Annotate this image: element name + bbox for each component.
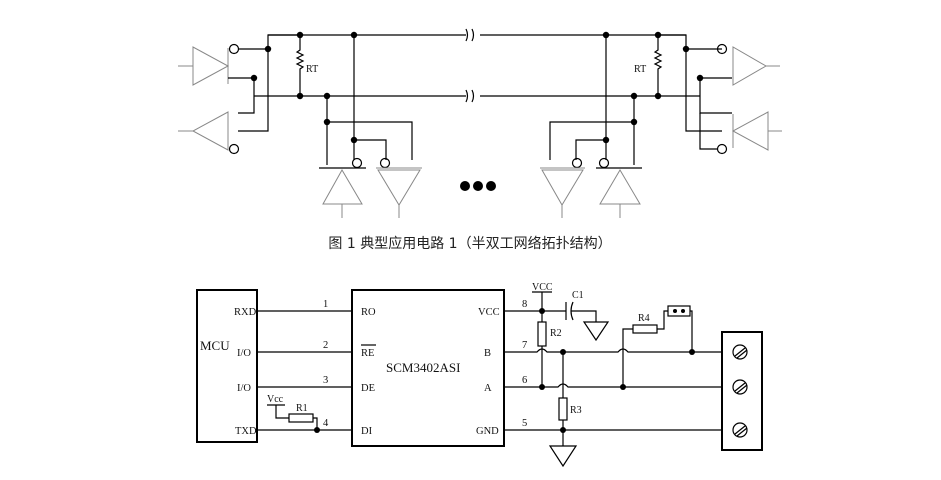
pin-name-de: DE [361, 383, 375, 394]
r2-label: R2 [550, 328, 562, 339]
chip-name: SCM3402ASI [386, 360, 460, 375]
right-bottom-driver [596, 167, 642, 218]
r4-label: R4 [638, 313, 650, 324]
rt-right-label: RT [634, 64, 646, 75]
bottom-application-circuit: MCU RXD I/O I/O TXD SCM3402ASI 1 2 3 4 R… [196, 282, 763, 468]
right-receiver [732, 46, 780, 86]
pin-name-re: RE [361, 348, 374, 359]
pin-num-4: 4 [323, 418, 329, 429]
terminal-block [721, 331, 763, 451]
r1-resistor [288, 413, 314, 423]
left-receiver [178, 111, 240, 155]
pin-name-di: DI [361, 426, 373, 437]
rt-right-resistor: RT [634, 35, 663, 96]
mcu-pin-txd: TXD [235, 426, 257, 437]
pin-num-1: 1 [323, 299, 328, 310]
vcc-top-label: VCC [532, 282, 553, 293]
pin-num-3: 3 [323, 375, 328, 386]
left-bottom-driver [319, 167, 366, 218]
mcu-pin-io-1: I/O [237, 348, 251, 359]
left-driver [178, 43, 240, 86]
ground-symbol-c1 [582, 321, 610, 342]
vcc-left-label: Vcc [267, 394, 284, 405]
pin-num-2: 2 [323, 340, 328, 351]
rt-left-resistor: RT [295, 35, 318, 96]
left-bottom-receiver [376, 167, 422, 218]
top-bus-diagram: RT [178, 28, 782, 252]
bus-line-a [254, 89, 700, 103]
ground-symbol-gnd [548, 445, 578, 468]
pin-name-gnd: GND [476, 426, 499, 437]
bus-line-b [268, 28, 686, 42]
terminal-screw-2 [732, 379, 748, 395]
c1-label: C1 [572, 290, 584, 301]
r4-resistor [632, 324, 658, 334]
r1-label: R1 [296, 403, 308, 414]
mcu-pin-io-2: I/O [237, 383, 251, 394]
rt-left-label: RT [306, 64, 318, 75]
right-bottom-receiver [540, 167, 585, 218]
right-driver [731, 111, 782, 151]
mcu-box [196, 289, 258, 443]
pin-name-b: B [484, 348, 491, 359]
pin-num-5: 5 [522, 418, 527, 429]
pin-num-7: 7 [522, 340, 527, 351]
mcu-pin-rxd: RXD [234, 307, 257, 318]
r2-resistor [537, 321, 547, 347]
chip-box [351, 289, 505, 447]
r3-label: R3 [570, 405, 582, 416]
terminal-screw-3 [732, 422, 748, 438]
figure-caption: 图 1 典型应用电路 1（半双工网络拓扑结构） [328, 235, 611, 252]
jumper-block [667, 305, 691, 317]
mcu-label: MCU [200, 338, 230, 353]
pin-num-6: 6 [522, 375, 527, 386]
terminal-screw-1 [732, 344, 748, 360]
pin-num-8: 8 [522, 299, 527, 310]
pin-name-vcc: VCC [478, 307, 500, 318]
r3-resistor [558, 397, 568, 421]
more-nodes-ellipsis [460, 181, 496, 191]
pin-name-a: A [484, 383, 492, 394]
pin-name-ro: RO [361, 307, 376, 318]
